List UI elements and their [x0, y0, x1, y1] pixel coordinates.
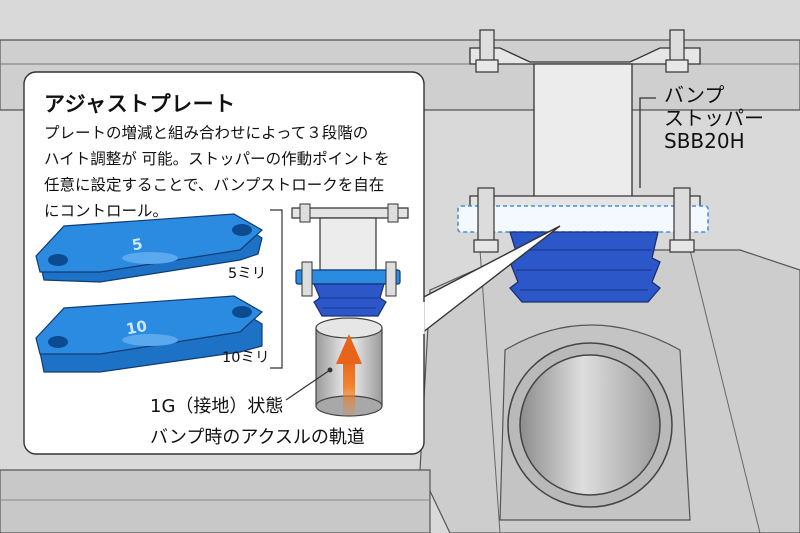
- plate-label-10mm: 10ミリ: [222, 350, 270, 366]
- bump-trajectory-arrow: [336, 334, 362, 420]
- stopper-small-illustration: [291, 203, 409, 317]
- bump-stopper-main: [457, 187, 709, 303]
- axle-path-label: バンプ時のアクスルの軌道: [150, 427, 365, 448]
- plate-stamp-5: 5: [131, 235, 144, 255]
- state-leader-line: [285, 369, 331, 401]
- callout-title: アジャストプレート: [44, 92, 236, 116]
- product-name-label: バンプ ストッパー SBB20H: [664, 84, 764, 153]
- axle-state-label: 1G（接地）状態: [150, 396, 284, 417]
- product-leader-line: [639, 97, 656, 188]
- callout-body-line: プレートの増減と組み合わせによって３段階の: [44, 124, 369, 142]
- axle-housing: [499, 324, 691, 521]
- product-name-line: バンプ: [664, 83, 725, 107]
- adjust-plate-10mm: 10: [35, 295, 264, 373]
- callout-body-line: ハイト調整が 可能。ストッパーの作動ポイントを: [44, 150, 390, 168]
- callout-body-line: 任意に設定することで、バンプストロークを自在: [44, 176, 385, 194]
- state-leader-dot: [327, 367, 333, 373]
- adjust-plate-5mm: 5: [35, 213, 264, 283]
- callout-body: プレートの増減と組み合わせによって３段階の ハイト調整が 可能。ストッパーの作動…: [44, 120, 414, 224]
- plate-stamp-10: 10: [125, 317, 149, 338]
- plate-thickness-bracket: [270, 209, 283, 369]
- callout-body-line: にコントロール。: [44, 202, 169, 220]
- product-name-line: ストッパー: [664, 106, 764, 130]
- product-name-line: SBB20H: [664, 129, 745, 153]
- plate-label-5mm: 5ミリ: [228, 266, 267, 282]
